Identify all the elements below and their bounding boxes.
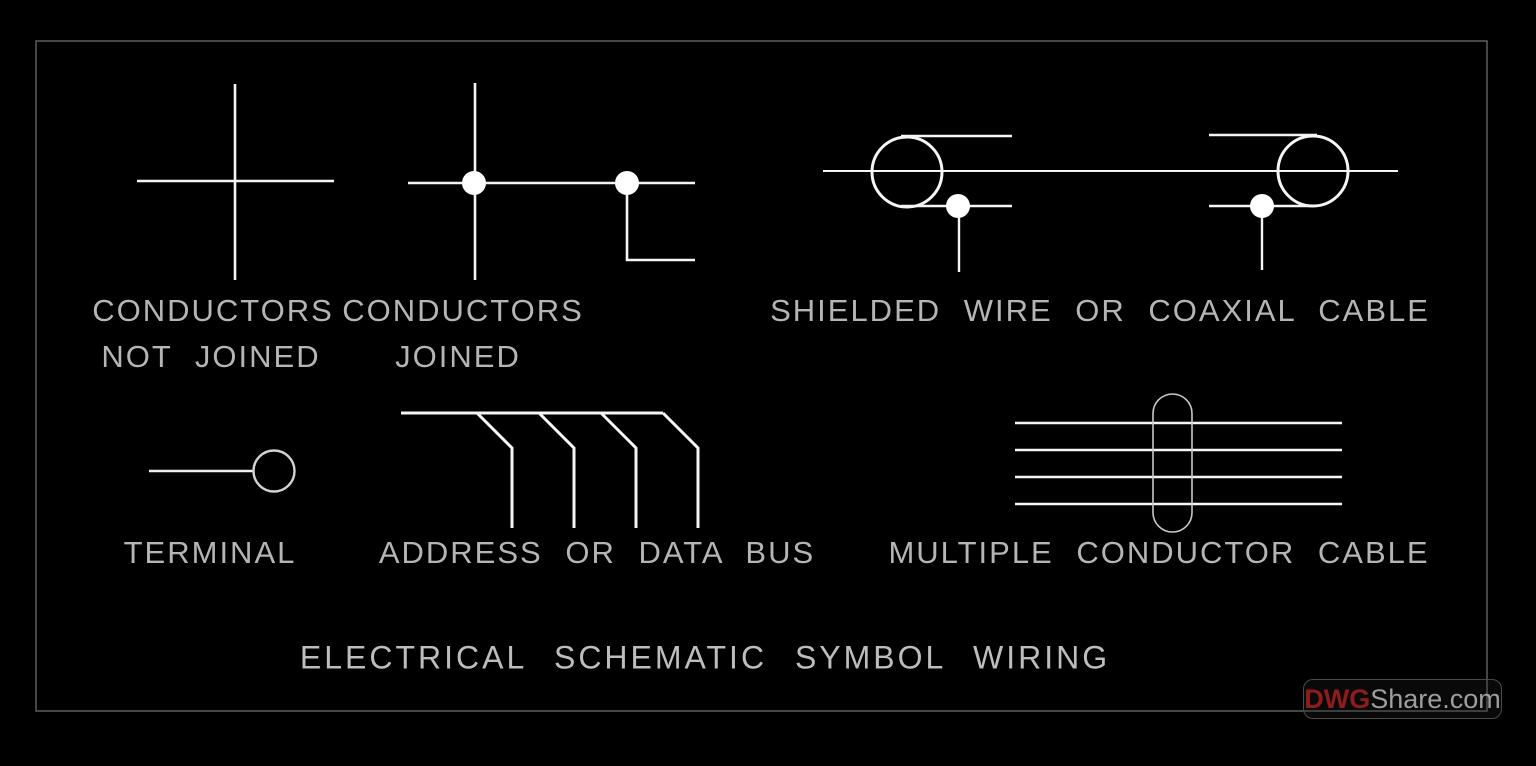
watermark-suffix: Share.com — [1370, 683, 1501, 714]
label-conductors-not-joined-line2: NOT JOINED — [101, 339, 321, 374]
multiple-conductor-cable-icon — [1015, 393, 1342, 533]
label-terminal: TERMINAL — [123, 535, 297, 570]
conductors-not-joined-icon — [137, 84, 334, 280]
label-conductors-not-joined-line1: CONDUCTORS — [92, 293, 334, 328]
label-conductors-joined-line1: CONDUCTORS — [342, 293, 584, 328]
conductors-joined-icon — [408, 83, 695, 280]
drawing-title: ELECTRICAL SCHEMATIC SYMBOL WIRING — [299, 639, 1111, 676]
shielded-wire-coaxial-icon — [823, 133, 1398, 272]
label-shielded-wire: SHIELDED WIRE OR COAXIAL CABLE — [770, 293, 1430, 328]
drawing-border — [35, 40, 1488, 712]
label-conductors-joined-line2: JOINED — [395, 339, 521, 374]
label-address-bus: ADDRESS OR DATA BUS — [378, 535, 816, 570]
label-multiple-conductor: MULTIPLE CONDUCTOR CABLE — [888, 535, 1430, 570]
address-data-bus-icon — [401, 411, 700, 528]
watermark-prefix: DWG — [1304, 683, 1371, 714]
terminal-icon — [149, 449, 296, 493]
